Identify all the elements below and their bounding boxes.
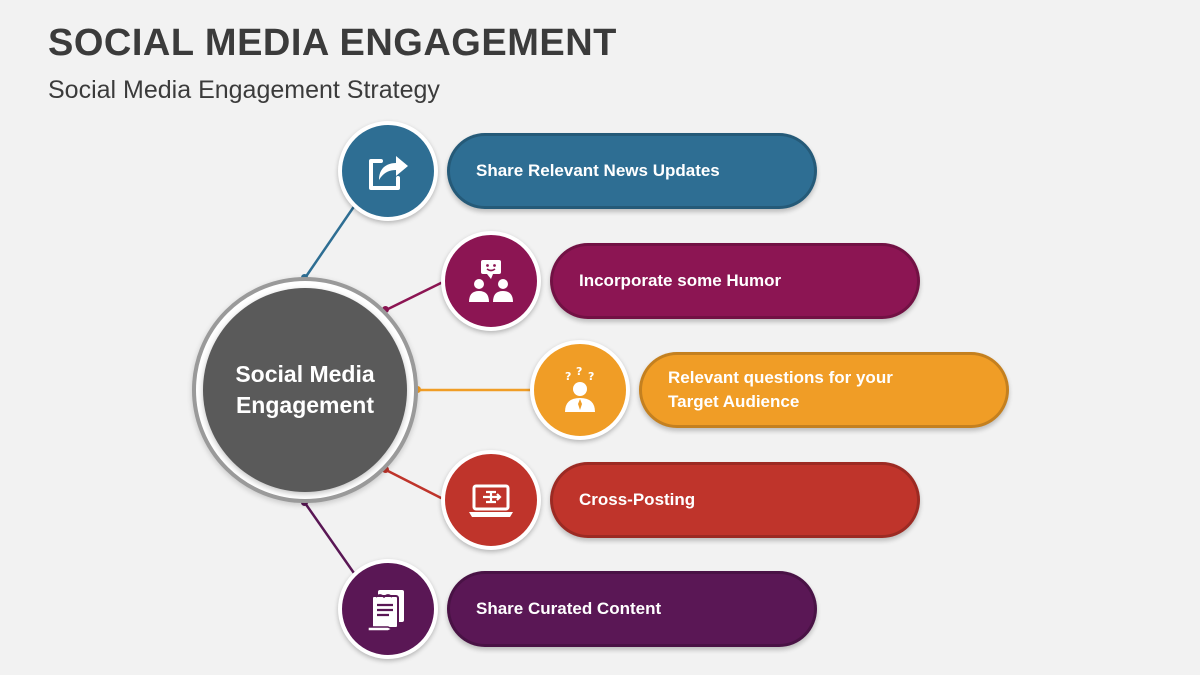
connector-1 bbox=[303, 204, 357, 279]
item-pill-crossposting: Cross-Posting bbox=[550, 462, 920, 538]
svg-text:?: ? bbox=[576, 365, 582, 378]
item-label-questions: Relevant questions for your Target Audie… bbox=[668, 368, 893, 411]
item-pill-news: Share Relevant News Updates bbox=[447, 133, 817, 209]
item-pill-humor: Incorporate some Humor bbox=[550, 243, 920, 319]
hub-label: Social Media Engagement bbox=[235, 361, 375, 418]
item-icon-circle-curated bbox=[338, 559, 438, 659]
connector-dot-4 bbox=[382, 466, 389, 473]
item-icon-circle-humor bbox=[441, 231, 541, 331]
connector-5 bbox=[303, 502, 358, 577]
item-pill-questions: Relevant questions for your Target Audie… bbox=[639, 352, 1009, 428]
questioning-person-icon: ? ? ? bbox=[565, 365, 595, 412]
item-pill-curated: Share Curated Content bbox=[447, 571, 817, 647]
svg-text:?: ? bbox=[565, 370, 571, 383]
documents-icon bbox=[367, 590, 404, 632]
hub-circle: Social Media Engagement bbox=[203, 288, 407, 492]
page-subtitle: Social Media Engagement Strategy bbox=[48, 76, 440, 104]
item-label-curated: Share Curated Content bbox=[476, 599, 662, 618]
share-arrow-icon bbox=[369, 156, 408, 190]
item-label-humor: Incorporate some Humor bbox=[579, 271, 782, 290]
item-icon-circle-crossposting bbox=[441, 450, 541, 550]
item-label-crossposting: Cross-Posting bbox=[579, 490, 696, 509]
laptop-network-icon bbox=[469, 484, 513, 517]
item-icon-circle-news bbox=[338, 121, 438, 221]
connector-dot-2 bbox=[382, 306, 389, 313]
page-title: SOCIAL MEDIA ENGAGEMENT bbox=[48, 22, 617, 64]
people-chat-icon bbox=[469, 260, 513, 302]
item-label-news: Share Relevant News Updates bbox=[476, 161, 720, 180]
connector-2 bbox=[385, 279, 446, 312]
item-icon-circle-questions: ? ? ? bbox=[530, 340, 630, 440]
connector-4 bbox=[385, 468, 446, 502]
svg-text:?: ? bbox=[588, 370, 594, 383]
